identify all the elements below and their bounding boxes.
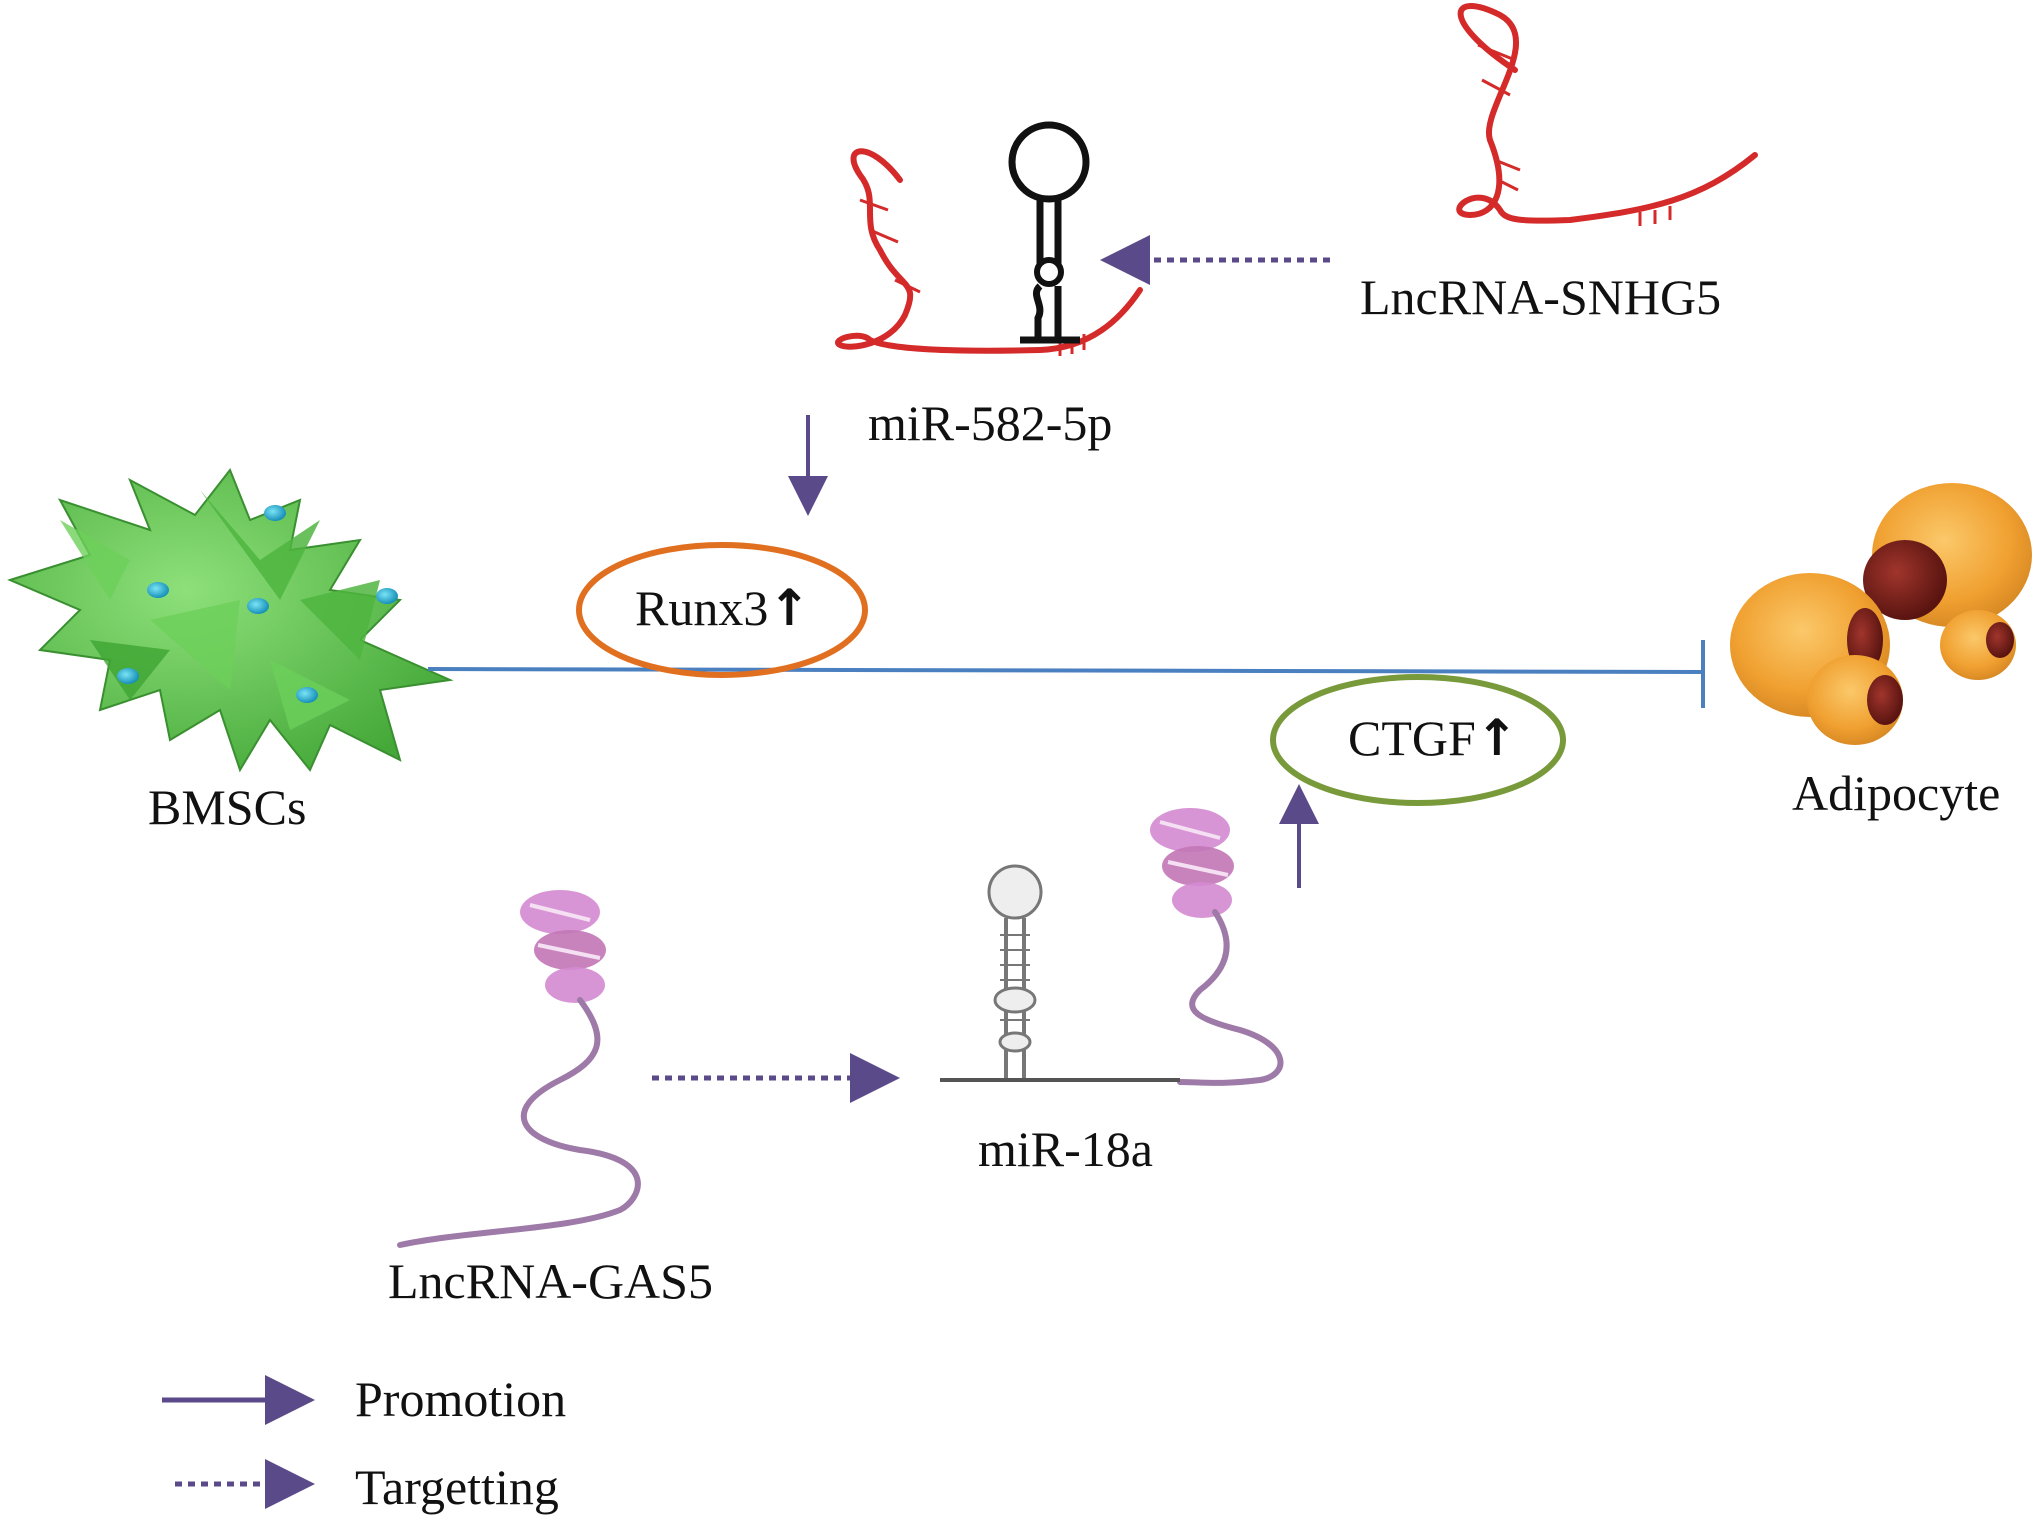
lncrna-red-strand-icon — [835, 148, 1143, 356]
adipocyte-cluster-icon — [1730, 483, 2032, 745]
ctgf-label: CTGF↑ — [1348, 713, 1518, 763]
inhibition-line — [427, 667, 1704, 674]
gas5-label: LncRNA-GAS5 — [388, 1253, 713, 1309]
mirna-hairpin-icon — [1008, 121, 1090, 344]
legend-targetting-label: Targetting — [355, 1459, 559, 1515]
snhg5-label: LncRNA-SNHG5 — [1360, 269, 1722, 325]
up-arrow-icon: ↑ — [1475, 709, 1518, 767]
ctgf-ring — [1270, 674, 1566, 806]
legend-promotion-label: Promotion — [355, 1371, 567, 1427]
lncrna-snhg5-strand-icon — [1456, 3, 1758, 226]
runx3-ring — [576, 542, 868, 678]
mir582-label: miR-582-5p — [868, 395, 1113, 451]
runx3-label: Runx3↑ — [635, 583, 810, 633]
lncrna-pink-strand-icon — [1150, 808, 1284, 1086]
mir18a-label: miR-18a — [978, 1121, 1153, 1177]
lncrna-pink-strand-icon — [397, 890, 641, 1248]
bmscs-label: BMSCs — [148, 779, 307, 835]
ctgf-text: CTGF — [1348, 710, 1476, 766]
runx3-text: Runx3 — [635, 580, 769, 636]
mirna-hairpin-icon — [940, 864, 1180, 1082]
adipocyte-label: Adipocyte — [1792, 765, 2001, 821]
bmsc-cluster-icon — [7, 468, 454, 773]
up-arrow-icon: ↑ — [768, 579, 811, 637]
